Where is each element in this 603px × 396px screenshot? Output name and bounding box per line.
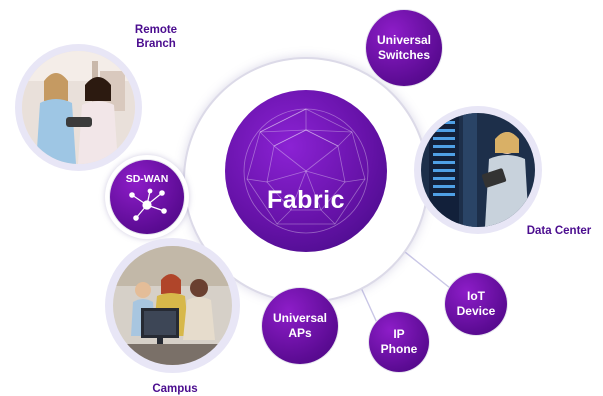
network-topology-icon — [129, 188, 167, 221]
remote-branch-photo — [22, 51, 135, 164]
fabric-hub: Fabric — [225, 90, 387, 252]
sd-wan-node: SD-WAN — [110, 160, 184, 234]
sd-wan-label: SD-WAN — [125, 173, 169, 185]
iot-device-node: IoT Device — [445, 273, 507, 335]
fabric-label: Fabric — [266, 186, 346, 214]
geodesic-sphere-icon — [243, 108, 369, 234]
campus-label: Campus — [152, 383, 198, 395]
universal-aps-node: Universal APs — [262, 288, 338, 364]
data-center-label: Data Center — [526, 225, 592, 237]
universal-switches-node: Universal Switches — [366, 10, 442, 86]
data-center-photo — [421, 113, 535, 227]
campus-photo — [113, 246, 232, 365]
ip-phone-node: IP Phone — [369, 312, 429, 372]
remote-branch-label: Remote Branch — [134, 24, 178, 50]
